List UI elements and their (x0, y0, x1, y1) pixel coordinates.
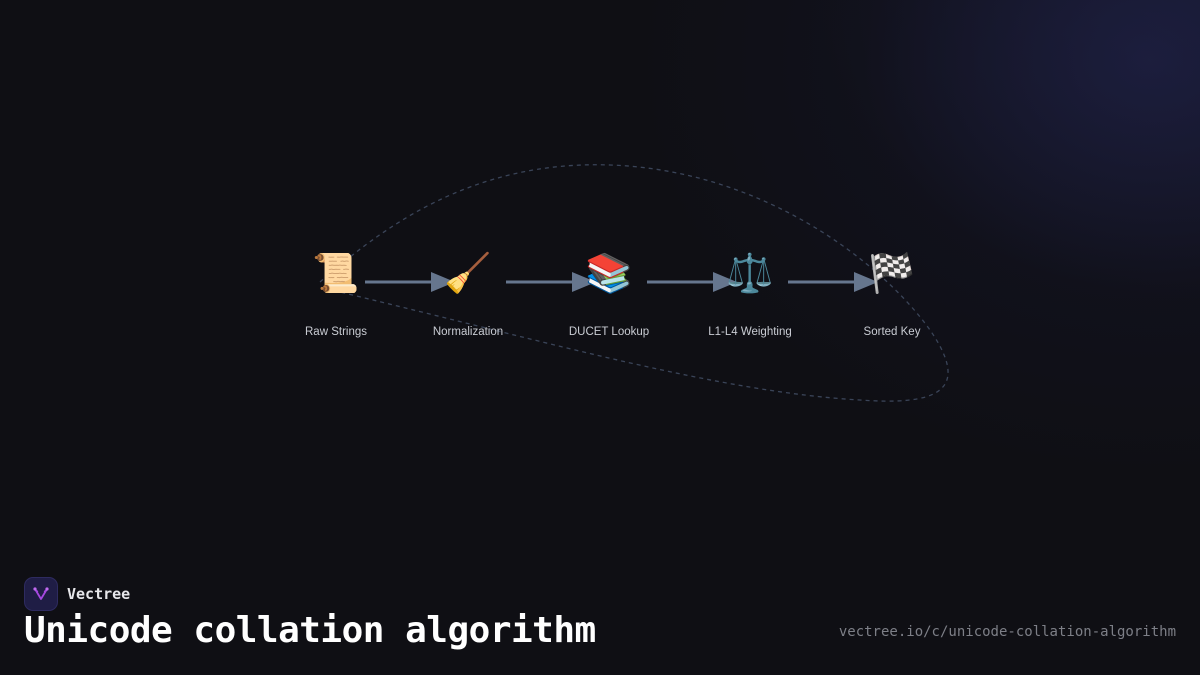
node-ducet-lookup: 📚 DUCET Lookup (549, 250, 669, 338)
edge-normalization-to-ducet (506, 272, 596, 292)
edge-raw-to-normalization (365, 272, 455, 292)
checkered-flag-icon: 🏁 (868, 251, 916, 295)
node-l1-l4-weighting: ⚖️ L1-L4 Weighting (690, 250, 810, 338)
node-label: Raw Strings (305, 326, 367, 338)
vectree-logo-icon (24, 577, 58, 611)
node-sorted-key: 🏁 Sorted Key (832, 250, 952, 338)
node-label: L1-L4 Weighting (708, 326, 792, 338)
brand-name: Vectree (67, 585, 131, 603)
books-icon: 📚 (585, 251, 633, 295)
scales-icon: ⚖️ (726, 251, 774, 295)
node-normalization: 🧹 Normalization (408, 250, 528, 338)
edge-weighting-to-sorted (788, 272, 878, 292)
page-title: Unicode collation algorithm (24, 610, 596, 651)
edge-ducet-to-weighting (647, 272, 737, 292)
node-label: Normalization (432, 326, 504, 338)
dashed-loop-path (319, 164, 949, 402)
node-raw-strings: 📜 Raw Strings (276, 250, 396, 338)
scroll-icon: 📜 (312, 251, 360, 295)
brand: Vectree (24, 577, 130, 611)
page-url[interactable]: vectree.io/c/unicode-collation-algorithm (838, 624, 1176, 640)
broom-icon: 🧹 (444, 251, 492, 295)
node-label: DUCET Lookup (568, 326, 650, 338)
node-label: Sorted Key (863, 326, 921, 338)
